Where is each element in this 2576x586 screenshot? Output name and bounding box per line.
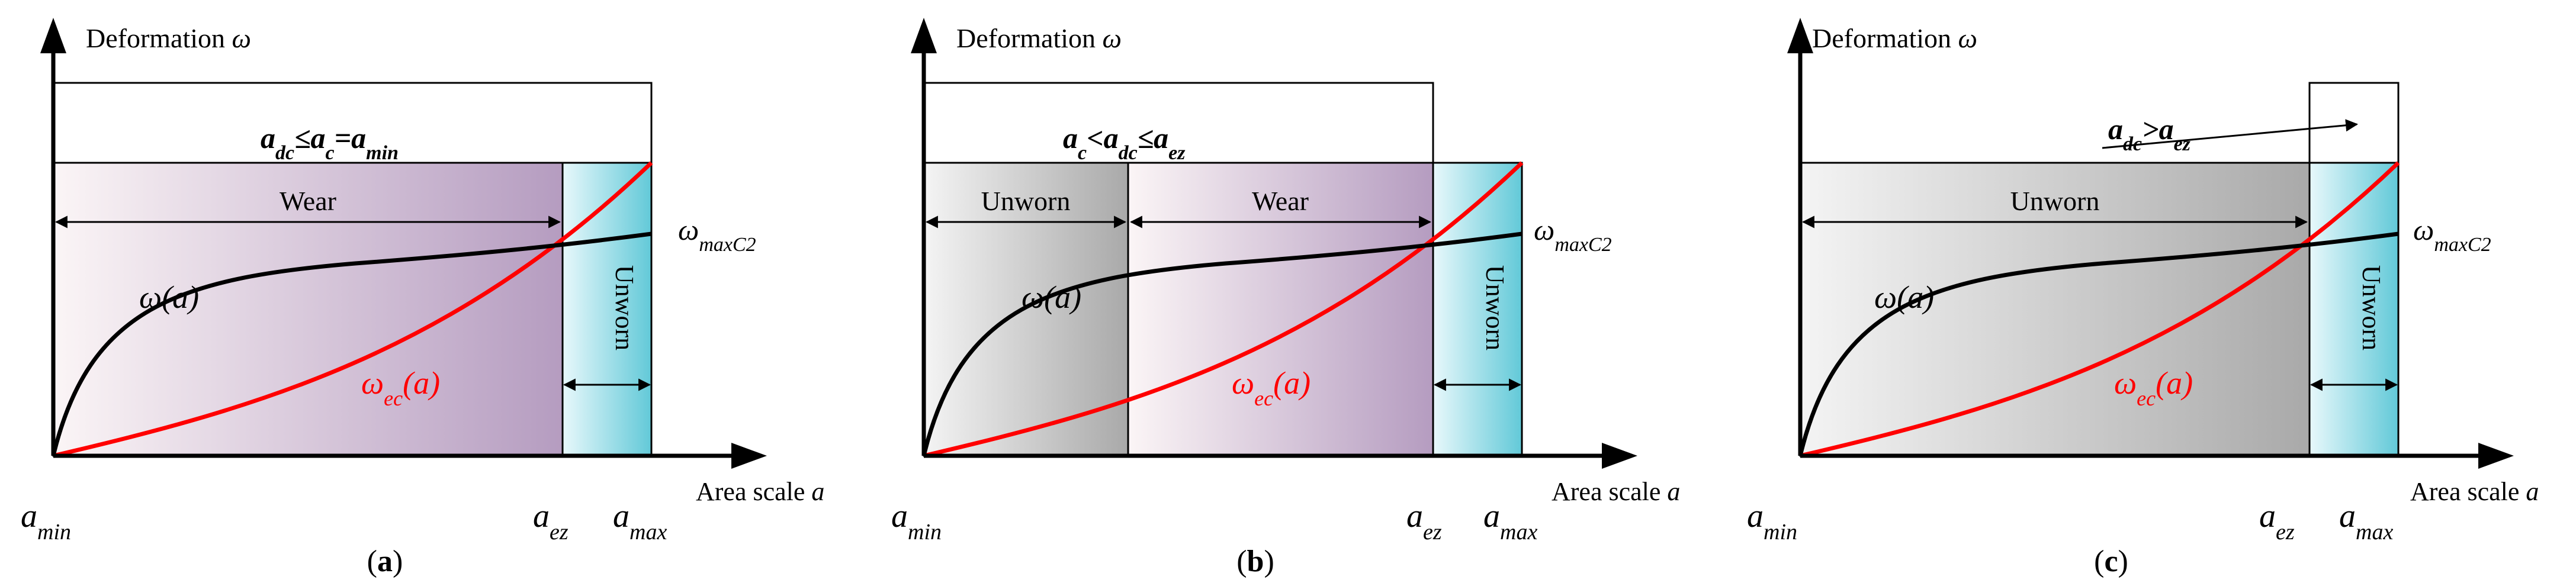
omega-ec-curve xyxy=(1800,161,2400,458)
y-axis-arrowhead xyxy=(911,18,937,53)
panel-c: adc>aez Unworn Unworn ω(a) ωec(a) ωmaxC2… xyxy=(1747,18,2539,578)
omega-curve xyxy=(51,231,652,456)
x-axis-arrowhead xyxy=(2478,443,2514,469)
x-axis-title: Area scale a xyxy=(1552,477,1680,506)
condition-box xyxy=(923,82,1434,164)
unworn-label-vertical: Unworn xyxy=(1480,265,1509,350)
omega-ec-curve xyxy=(53,161,653,458)
omega-label: ω(a) xyxy=(1874,279,1934,315)
tick-a-ez: aez xyxy=(1406,498,1442,545)
tick-a-ez: aez xyxy=(2259,498,2295,545)
unworn-label-vertical: Unworn xyxy=(2357,265,2386,350)
condition-label: adc>aez xyxy=(2108,112,2191,155)
omega-ec-label: ωec(a) xyxy=(1232,365,1311,410)
tick-a-min: amin xyxy=(1747,498,1797,545)
panel-a: adc≤ac=amin Wear Unworn ω(a) ωec(a) ωmax… xyxy=(21,18,824,578)
unworn-region-right xyxy=(1432,162,1523,457)
omega-ec-label: ωec(a) xyxy=(361,365,440,410)
panel-caption: (b) xyxy=(1236,545,1274,578)
condition-label: adc≤ac=amin xyxy=(261,121,399,164)
x-axis-title: Area scale a xyxy=(696,477,824,506)
panel-b: ac<adc≤aez Unworn Wear Unworn ω(a) ωec(a… xyxy=(891,18,1680,578)
y-axis-title: Deformation ω xyxy=(86,23,251,53)
omega-curve xyxy=(921,231,1523,456)
wear-region xyxy=(1127,162,1434,457)
panel-caption: (a) xyxy=(367,545,403,578)
condition-box xyxy=(52,82,653,164)
tick-a-max: amax xyxy=(1483,498,1537,545)
tick-a-min: amin xyxy=(891,498,942,545)
condition-pointer-arrow xyxy=(2102,119,2359,149)
tick-a-ez: aez xyxy=(533,498,568,545)
unworn-label-vertical: Unworn xyxy=(610,265,639,350)
tick-a-max: amax xyxy=(613,498,667,545)
wear-label: Wear xyxy=(280,186,336,216)
wear-label: Wear xyxy=(1252,186,1309,216)
y-axis-title: Deformation ω xyxy=(956,23,1122,53)
y-axis-arrowhead xyxy=(40,18,66,53)
omega-curve xyxy=(1798,231,2399,456)
omega-label: ω(a) xyxy=(139,279,199,315)
omega-max-label: ωmaxC2 xyxy=(678,213,756,256)
unworn-label-left: Unworn xyxy=(981,186,1071,216)
tick-a-max: amax xyxy=(2339,498,2393,545)
x-axis-arrowhead xyxy=(731,443,767,469)
panel-caption: (c) xyxy=(2094,545,2128,578)
tick-a-min: amin xyxy=(21,498,71,545)
omega-max-label: ωmaxC2 xyxy=(2413,213,2491,256)
omega-ec-label: ωec(a) xyxy=(2114,365,2193,410)
unworn-region-left xyxy=(1799,162,2311,457)
condition-label: ac<adc≤aez xyxy=(1063,121,1186,164)
y-axis-title: Deformation ω xyxy=(1812,23,1977,53)
omega-label: ω(a) xyxy=(1022,279,1081,315)
x-axis-title: Area scale a xyxy=(2410,477,2539,506)
x-axis-arrowhead xyxy=(1602,443,1637,469)
unworn-label-left: Unworn xyxy=(2010,186,2100,216)
omega-max-label: ωmaxC2 xyxy=(1534,213,1612,256)
unworn-region-right xyxy=(561,162,653,457)
y-axis-arrowhead xyxy=(1787,18,1813,53)
omega-ec-curve xyxy=(923,161,1524,458)
wear-region xyxy=(52,162,564,457)
condition-box xyxy=(2308,82,2400,164)
